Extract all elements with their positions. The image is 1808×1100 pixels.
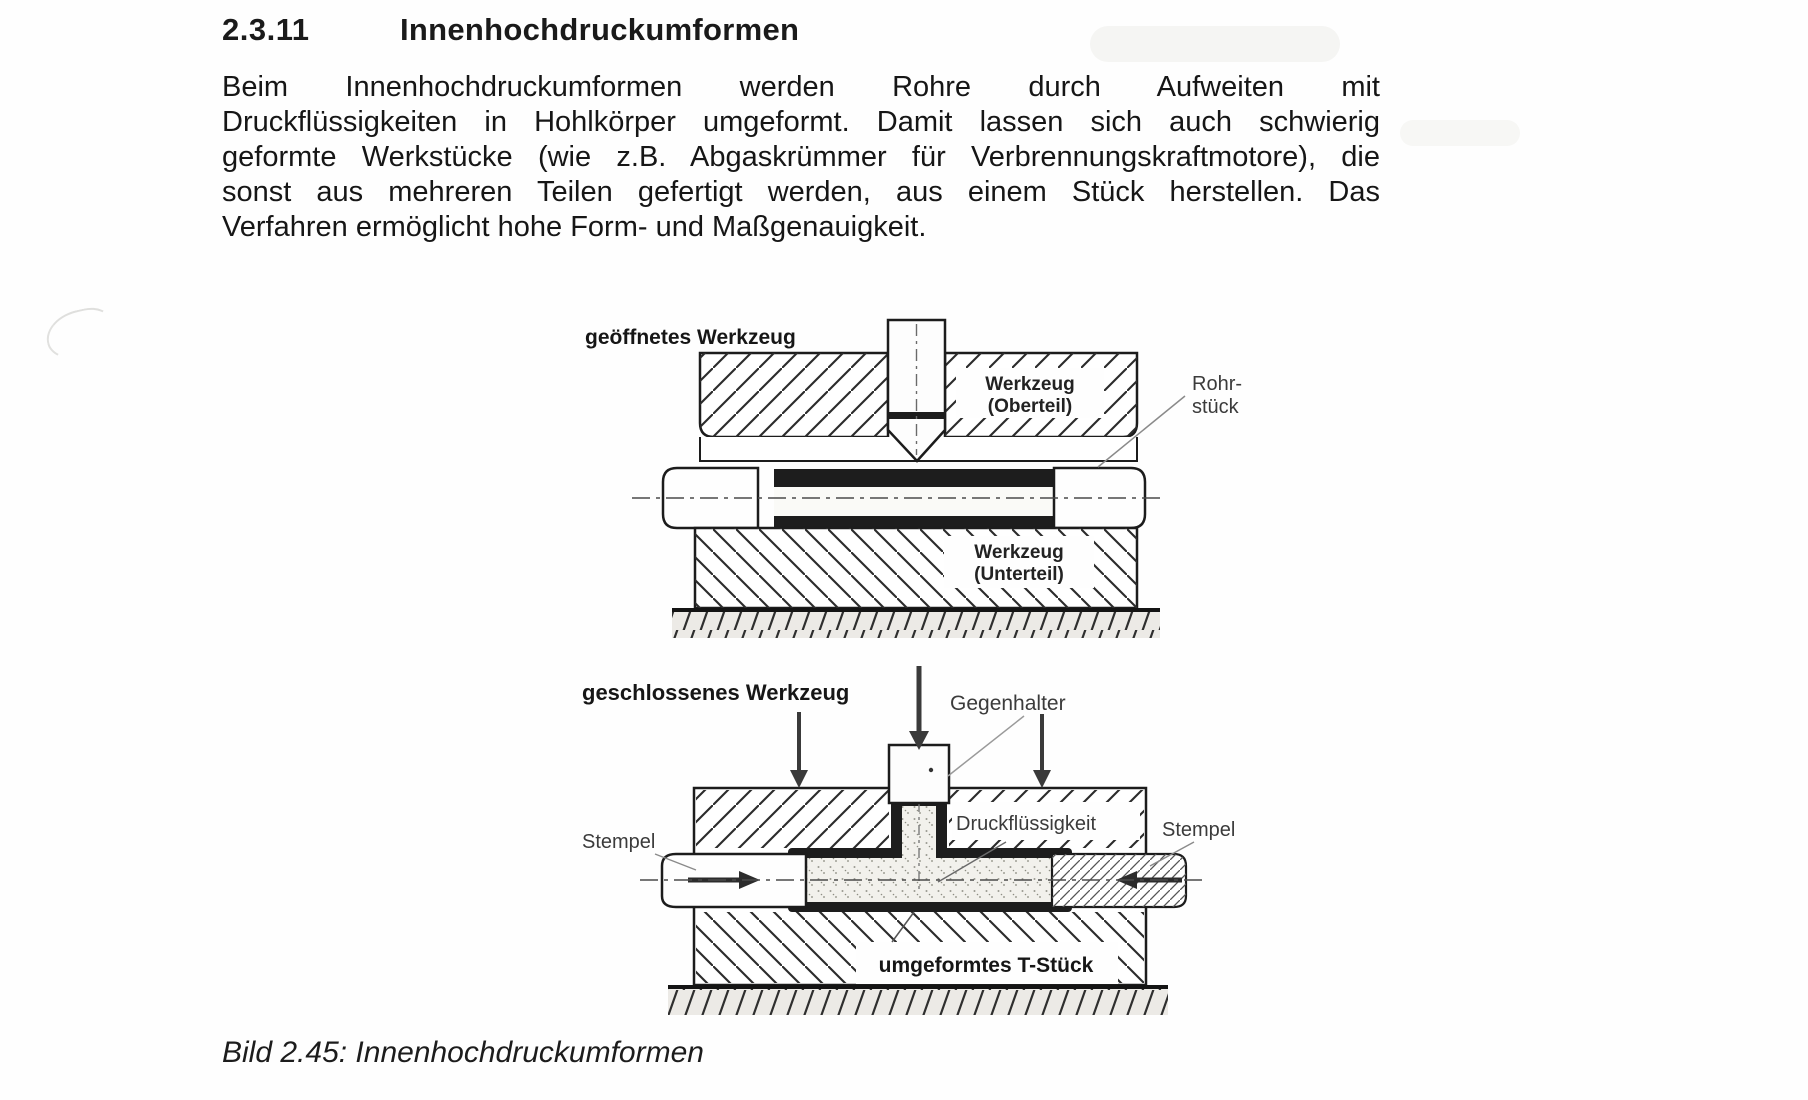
section-number: 2.3.11 <box>222 12 310 47</box>
t-piece-label: umgeformtes T-Stück <box>856 911 1118 984</box>
svg-text:umgeformtes T-Stück: umgeformtes T-Stück <box>879 954 1094 977</box>
paragraph-line: Beim Innenhochdruckumformen werden Rohre… <box>222 71 1380 103</box>
figure-caption: Bild 2.45: Innenhochdruckumformen <box>222 1036 704 1069</box>
counter-holder <box>887 715 1025 805</box>
paragraph-line: Verfahren ermöglicht hohe Form- und Maßg… <box>222 211 927 243</box>
lower-die-label: (Unterteil) <box>974 564 1064 585</box>
ground-hatch <box>668 985 1168 1015</box>
lower-die-label: Werkzeug <box>974 542 1063 563</box>
counter-holder-pin <box>886 318 947 463</box>
svg-text:Stempel: Stempel <box>1162 819 1235 841</box>
leader-line <box>891 911 915 943</box>
svg-text:Druckflüssigkeit: Druckflüssigkeit <box>956 813 1096 835</box>
svg-text:Stempel: Stempel <box>582 831 655 853</box>
leader-line <box>1149 841 1195 867</box>
closed-tool-diagram: geschlossenes Werkzeug Gegenhalter <box>582 666 1235 1015</box>
body-paragraph: Beim Innenhochdruckumformen werden Rohre… <box>222 70 1380 245</box>
tube-workpiece <box>632 466 1162 530</box>
svg-text:Rohr-: Rohr- <box>1192 373 1242 395</box>
ground-hatch <box>672 608 1160 638</box>
leader-line <box>1097 395 1186 468</box>
svg-text:Werkzeug: Werkzeug <box>985 374 1074 395</box>
leader-line <box>947 715 1025 777</box>
paragraph-line: sonst aus mehreren Teilen gefertigt werd… <box>222 176 1380 208</box>
tube-wall-top <box>774 469 1054 487</box>
scan-blotch-artifact <box>1090 26 1340 62</box>
section-heading: 2.3.11 Innenhochdruckumformen <box>222 12 1382 52</box>
open-tool-diagram: geöffnetes Werkzeug Werkzeug (Oberteil) <box>585 318 1242 638</box>
lower-die: Werkzeug (Unterteil) <box>693 526 1139 610</box>
scan-smudge-artifact <box>41 303 119 365</box>
paragraph-line: Druckflüssigkeiten in Hohlkörper umgefor… <box>222 106 1380 138</box>
paragraph-line: geformte Werkstücke (wie z.B. Abgaskrümm… <box>222 141 1380 173</box>
figure-2-45-hydroforming: geöffnetes Werkzeug Werkzeug (Oberteil) <box>582 318 1242 1015</box>
svg-text:stück: stück <box>1192 396 1240 418</box>
leader-line <box>937 841 1007 883</box>
closed-tool-label: geschlossenes Werkzeug <box>582 680 849 705</box>
pressure-fluid-label: Druckflüssigkeit <box>937 802 1140 883</box>
open-tool-label: geöffnetes Werkzeug <box>585 326 796 349</box>
right-punch-label: Stempel <box>1149 819 1235 867</box>
svg-text:(Oberteil): (Oberteil) <box>988 396 1072 417</box>
left-punch-label: Stempel <box>582 831 697 871</box>
counter-holder-label: Gegenhalter <box>950 692 1066 715</box>
scan-blotch-artifact <box>1400 120 1520 146</box>
press-arrows <box>790 666 1051 788</box>
section-title: Innenhochdruckumformen <box>400 12 800 47</box>
leader-line <box>654 853 697 871</box>
tube-wall-bottom <box>774 516 1054 528</box>
tube-callout: Rohr- stück <box>1097 373 1242 468</box>
upper-die-label: Werkzeug (Oberteil) <box>956 368 1104 418</box>
